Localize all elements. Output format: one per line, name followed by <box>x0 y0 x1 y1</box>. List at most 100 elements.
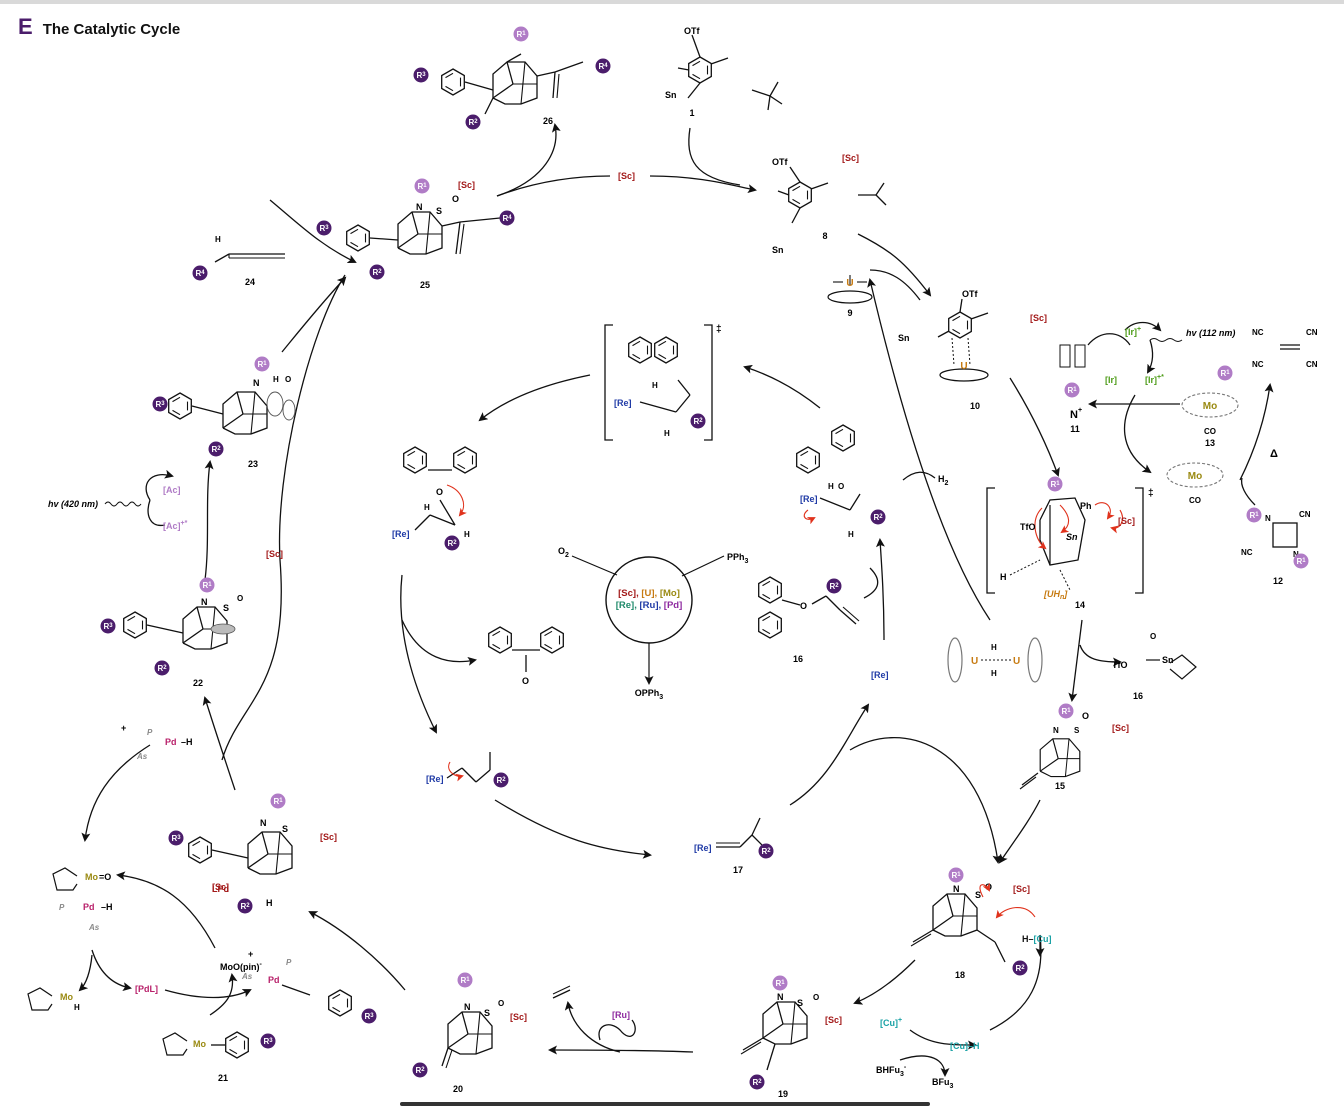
arrow-pd-to-22 <box>202 696 236 791</box>
svg-text:H: H <box>273 375 279 384</box>
svg-text:R1: R1 <box>417 182 427 191</box>
svg-text:R2: R2 <box>468 118 478 127</box>
r1-badge: R1 <box>1047 476 1063 492</box>
svg-text:TfO: TfO <box>1112 660 1128 670</box>
svg-text:N: N <box>416 202 423 212</box>
svg-text:R3: R3 <box>364 1012 374 1021</box>
svg-text:R1: R1 <box>1067 386 1077 395</box>
svg-text:As: As <box>136 752 148 761</box>
svg-text:R2: R2 <box>415 1066 425 1075</box>
arrow-mo-loop <box>1123 394 1152 474</box>
arrow-25-to-26 <box>496 123 561 197</box>
svg-text:[Re]: [Re] <box>694 843 712 853</box>
cu-h-18: H–[Cu] <box>1022 934 1052 944</box>
svg-text:S: S <box>975 890 981 900</box>
svg-text:R2: R2 <box>829 582 839 591</box>
arrow-ts-to-ketone <box>478 374 591 422</box>
label-13: 13 <box>1205 438 1215 448</box>
ts-14: ‡ TfO Sn Ph [Sc] [UHn] H <box>986 487 1154 601</box>
svg-text:+: + <box>1078 407 1082 414</box>
svg-text:N: N <box>1070 409 1078 421</box>
arrow-16-joins <box>863 567 879 599</box>
arrow-cu-regenerate <box>909 1029 977 1050</box>
svg-text:O: O <box>237 594 243 603</box>
ru-label: [Ru] <box>612 1010 630 1020</box>
panel-letter: E <box>18 14 33 39</box>
compound-16-center: O <box>758 576 860 639</box>
svg-text:O: O <box>985 882 992 892</box>
ts-re-center: ‡ [Re] H H <box>604 324 722 441</box>
svg-text:R3: R3 <box>263 1037 273 1046</box>
mo-porphyrin-13 <box>1181 392 1239 418</box>
svg-text:O: O <box>1082 711 1089 721</box>
svg-text:–H: –H <box>181 737 193 747</box>
svg-text:R2: R2 <box>211 445 221 454</box>
compound-25: N S O [Sc] <box>346 180 501 255</box>
mo-porphyrin <box>1166 462 1224 488</box>
svg-text:NC: NC <box>1252 360 1264 369</box>
svg-text:[Sc]: [Sc] <box>1030 313 1047 323</box>
r1-badge: R1 <box>1058 703 1074 719</box>
r1-badge: R1 <box>414 178 430 194</box>
label-10: 10 <box>970 401 980 411</box>
svg-text:O: O <box>436 487 443 497</box>
r2-badge: R2 <box>412 1062 428 1078</box>
o2-arrow-line <box>571 555 618 576</box>
hv-420-squiggle <box>104 501 142 507</box>
svg-text:S: S <box>1074 726 1080 735</box>
r2-badge: R2 <box>465 114 481 130</box>
svg-text:[Sc]: [Sc] <box>825 1015 842 1025</box>
bfu3: BFu3 <box>932 1077 954 1090</box>
arrow-re-to-16-complex <box>875 538 885 641</box>
svg-text:O: O <box>452 194 459 204</box>
svg-text:R3: R3 <box>171 834 181 843</box>
arrow-ir-loop-left <box>1087 333 1131 346</box>
compound-21: Mo <box>162 1031 249 1059</box>
figure-header: E The Catalytic Cycle <box>18 14 180 40</box>
svg-text:P: P <box>286 958 292 967</box>
arrow-re-to-18 <box>849 737 1002 864</box>
sc-left-label: [Sc] <box>266 549 283 559</box>
arrow-25-release-sc <box>496 175 611 197</box>
figure-title: The Catalytic Cycle <box>42 21 181 38</box>
svg-text:R1: R1 <box>516 30 526 39</box>
svg-text:H: H <box>991 643 997 652</box>
mo-hydride: Mo H <box>27 987 80 1012</box>
compound-9: U <box>827 275 873 304</box>
svg-text:R2: R2 <box>496 776 506 785</box>
bottom-scrollbar[interactable] <box>400 1102 930 1106</box>
hv-112-label: hv (112 nm) <box>1186 328 1235 338</box>
r3-badge: R3 <box>361 1008 377 1024</box>
delta: Δ <box>1270 448 1278 460</box>
central-catalyst-hub: [Sc], [U], [Mo] [Re], [Ru], [Pd] O2 PPh3… <box>558 546 749 701</box>
svg-text:[Sc]: [Sc] <box>1112 723 1129 733</box>
arrow-ketone-to-diene <box>400 574 437 734</box>
svg-text:+: + <box>248 949 253 959</box>
hv-112-squiggle <box>1149 338 1183 342</box>
svg-text:[Sc]: [Sc] <box>212 882 229 892</box>
svg-text:H: H <box>266 898 273 908</box>
svg-text:P: P <box>59 903 65 912</box>
top-rule <box>0 0 1344 4</box>
svg-text:Sn: Sn <box>665 90 677 100</box>
moo-pin: MoO(pin)- <box>220 961 263 972</box>
svg-text:CO: CO <box>1204 427 1216 436</box>
r3-badge: R3 <box>260 1033 276 1049</box>
svg-text:[Sc]: [Sc] <box>320 832 337 842</box>
arrow-12-joins <box>1240 477 1256 506</box>
label-24: 24 <box>245 277 255 287</box>
pph3-arrow-line <box>681 555 725 577</box>
arrow-diene-to-17 <box>494 799 652 859</box>
cu-h: [Cu]–H <box>950 1041 980 1051</box>
label-22: 22 <box>193 678 203 688</box>
svg-text:R2: R2 <box>873 513 883 522</box>
reagent-pph3: PPh3 <box>727 552 749 565</box>
pd-alkyl-intermediate: [Sc] N S [Sc] LPd H <box>188 818 337 908</box>
re-right-label: [Re] <box>871 670 889 680</box>
svg-text:=O: =O <box>99 872 111 882</box>
svg-text:N: N <box>1293 550 1299 559</box>
svg-text:R2: R2 <box>372 268 382 277</box>
ir-plus: [Ir]+ <box>1125 326 1141 337</box>
svg-text:N: N <box>260 818 267 828</box>
